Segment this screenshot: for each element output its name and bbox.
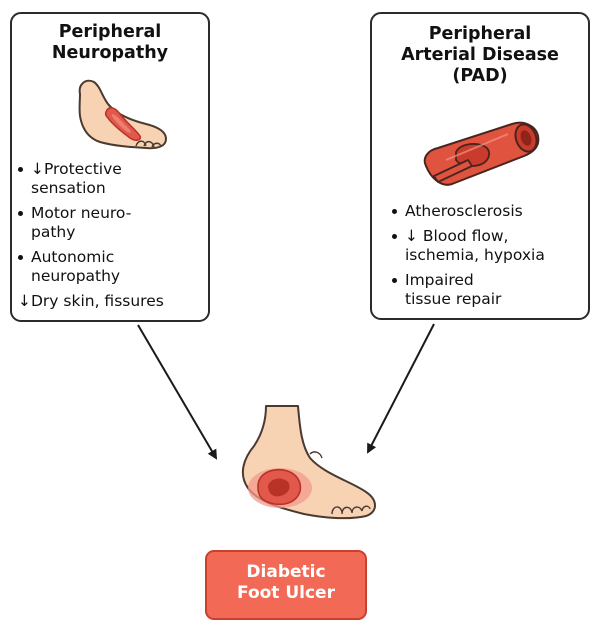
outcome-line2: Foot Ulcer [207, 583, 365, 604]
outcome-line1: Diabetic [207, 562, 365, 583]
arrow-left [138, 325, 216, 458]
ulcer-foot-icon [228, 402, 383, 527]
diabetic-foot-ulcer-box: Diabetic Foot Ulcer [205, 550, 367, 620]
